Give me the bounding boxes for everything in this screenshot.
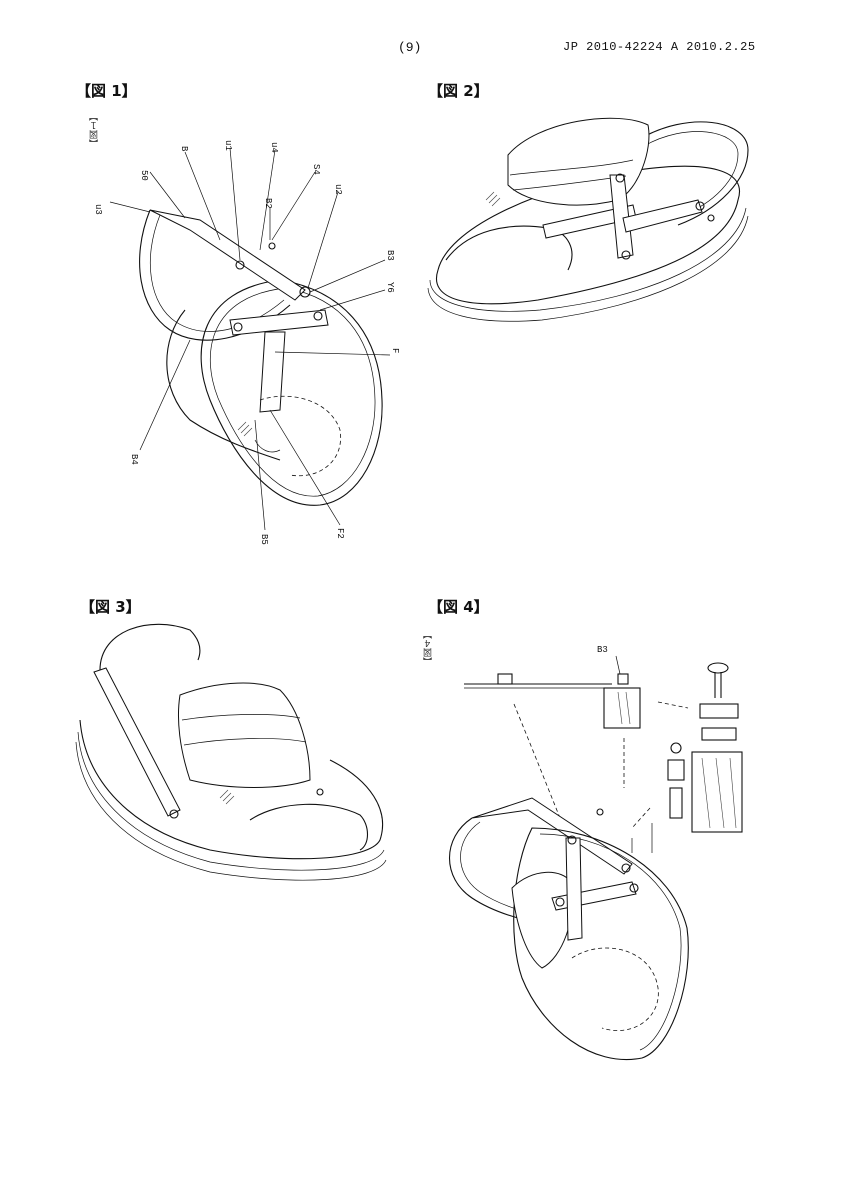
figure-3-drawing	[75, 623, 387, 881]
logo-hatch-3	[219, 789, 235, 805]
ref-u2: u2	[333, 184, 343, 195]
ref-B2: B2	[263, 198, 273, 209]
figure-3-label: 【図 3】	[80, 598, 141, 616]
page-number: (9)	[398, 40, 422, 55]
figure-4-label: 【図 4】	[428, 598, 489, 616]
ref-B4: B4	[129, 454, 139, 465]
logo-hatch-2	[485, 191, 501, 207]
figure-2-label: 【図 2】	[428, 82, 489, 100]
ref-u3: u3	[93, 204, 103, 215]
ref-F: F	[390, 348, 400, 353]
ref-Y6: Y6	[385, 282, 395, 293]
ref-S4: S4	[311, 164, 321, 175]
ref-u1: u1	[223, 140, 233, 151]
ref-B3: B3	[385, 250, 395, 261]
ref-B3-fig4: B3	[597, 645, 608, 655]
ref-u4: u4	[269, 142, 279, 153]
figure-1-drawing: u3 50 B u1 u4 S4 B2 u2 B3 Y6 F B4 B5 F2	[93, 140, 400, 545]
publication-number: JP 2010-42224 A 2010.2.25	[563, 40, 756, 54]
logo-hatch-1	[237, 421, 253, 437]
figure-1-label: 【図 1】	[76, 82, 137, 100]
figure-4-drawing: B3	[449, 645, 743, 1060]
ref-B5: B5	[259, 534, 269, 545]
page-header: (9) JP 2010-42224 A 2010.2.25	[0, 40, 848, 60]
figure-2-drawing	[427, 117, 749, 322]
ref-50: 50	[139, 170, 149, 181]
ref-F2: F2	[335, 528, 345, 539]
ref-B: B	[179, 146, 189, 152]
